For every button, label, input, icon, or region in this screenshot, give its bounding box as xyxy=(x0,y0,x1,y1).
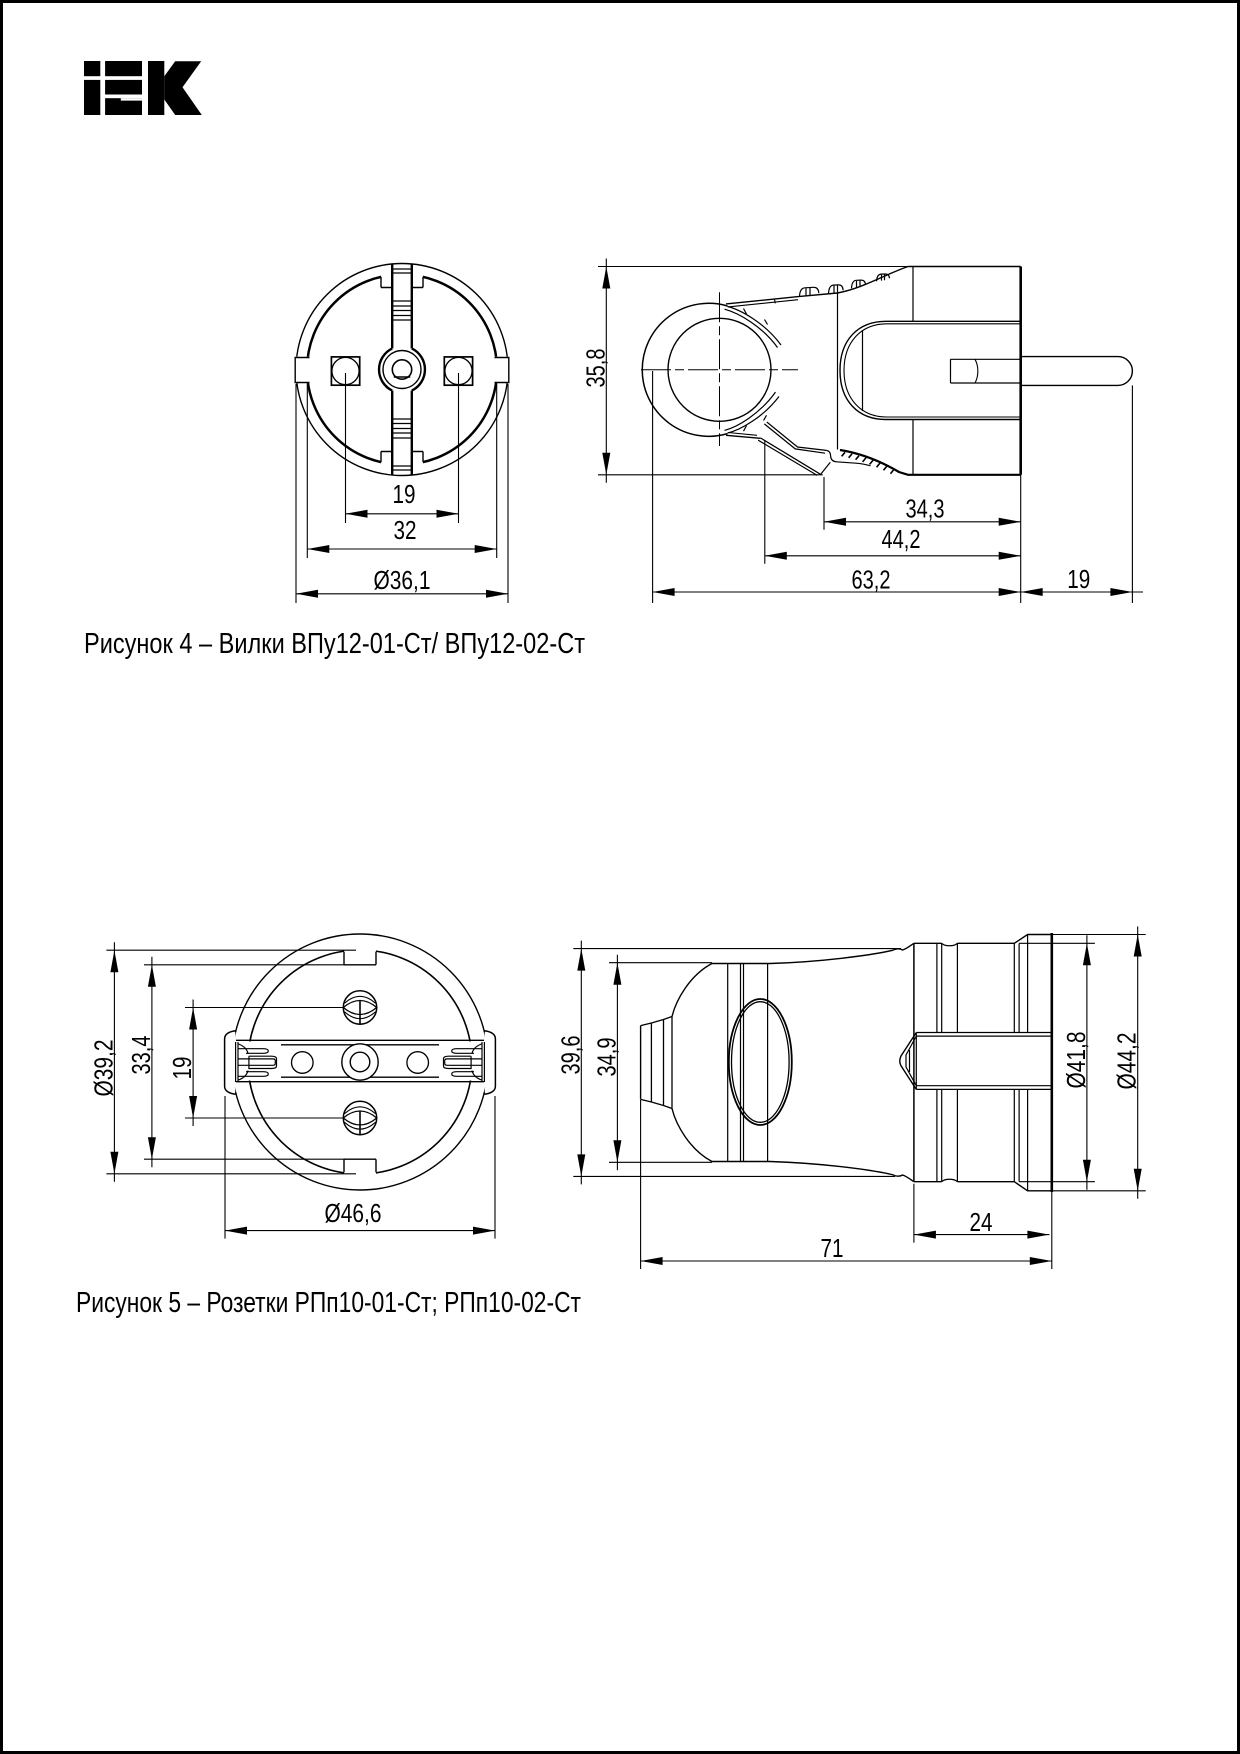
svg-text:33,4: 33,4 xyxy=(126,1036,156,1075)
svg-text:Ø46,6: Ø46,6 xyxy=(325,1198,382,1228)
svg-text:34,9: 34,9 xyxy=(591,1038,621,1077)
svg-text:35,8: 35,8 xyxy=(580,349,610,388)
svg-text:63,2: 63,2 xyxy=(852,565,891,595)
svg-text:Ø36,1: Ø36,1 xyxy=(374,565,431,595)
svg-text:34,3: 34,3 xyxy=(906,494,945,524)
svg-text:Ø41,8: Ø41,8 xyxy=(1061,1032,1091,1089)
svg-text:Ø44,2: Ø44,2 xyxy=(1112,1033,1142,1090)
svg-text:44,2: 44,2 xyxy=(882,524,921,554)
svg-text:71: 71 xyxy=(821,1233,844,1263)
svg-text:39,6: 39,6 xyxy=(555,1036,585,1075)
svg-text:24: 24 xyxy=(970,1207,993,1237)
svg-text:32: 32 xyxy=(394,515,417,545)
svg-text:19: 19 xyxy=(1067,564,1090,594)
svg-text:Рисунок 5 – Розетки РПп10-01-С: Рисунок 5 – Розетки РПп10-01-Ст; РПп10-0… xyxy=(76,1287,581,1319)
svg-text:Рисунок 4 – Вилки ВПу12-01-Ст/: Рисунок 4 – Вилки ВПу12-01-Ст/ ВПу12-02-… xyxy=(84,628,585,660)
svg-text:Ø39,2: Ø39,2 xyxy=(88,1040,118,1097)
svg-text:19: 19 xyxy=(167,1057,197,1080)
svg-text:19: 19 xyxy=(393,479,416,509)
